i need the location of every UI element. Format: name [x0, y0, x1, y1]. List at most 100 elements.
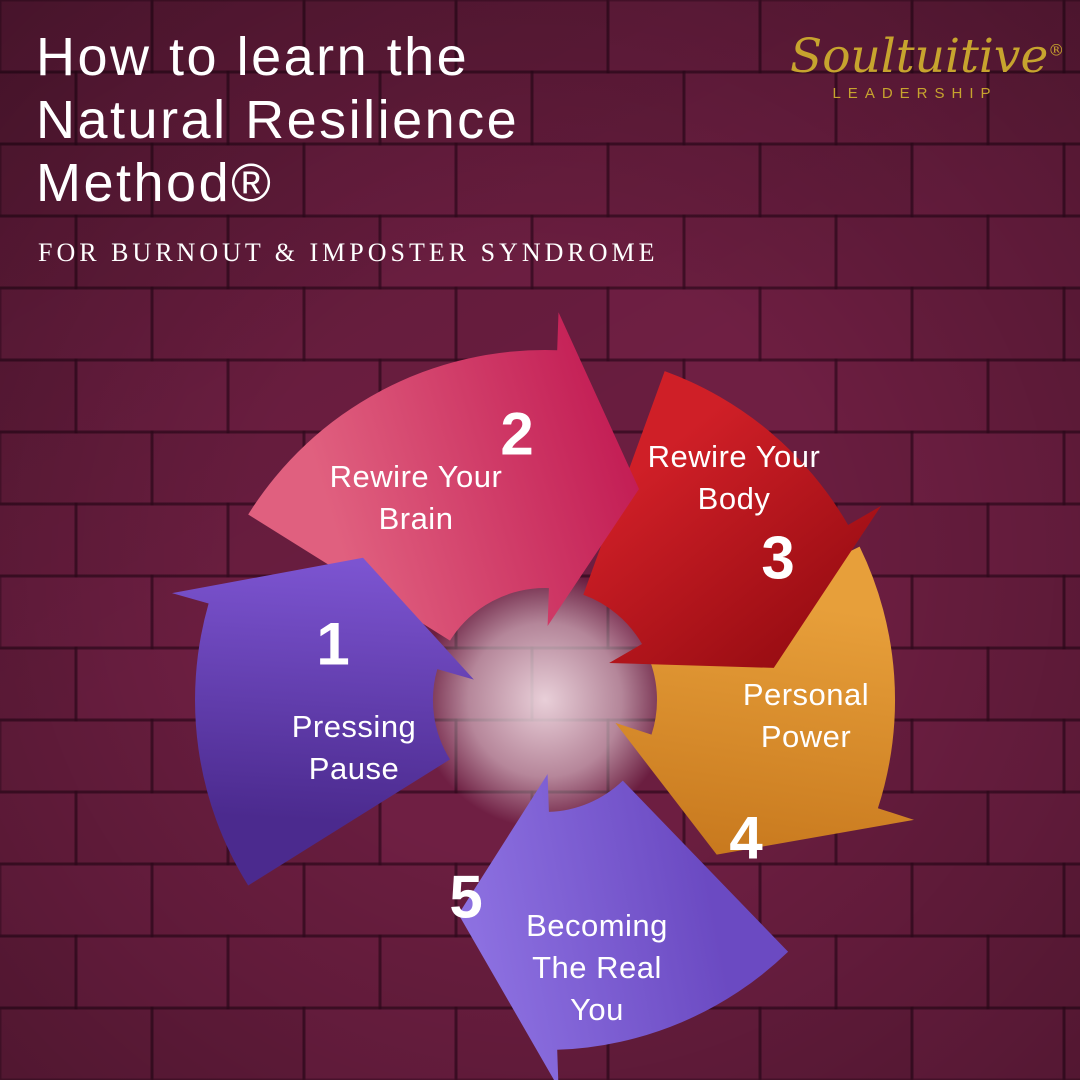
brick [986, 934, 1080, 1010]
brick [302, 0, 458, 74]
brick [302, 286, 458, 362]
step-label-4: Personal Power [742, 677, 870, 754]
brick [834, 934, 990, 1010]
brick [0, 142, 154, 218]
brick [910, 0, 1066, 74]
step-label-1: Pressing Pause [291, 709, 417, 786]
brick [682, 214, 838, 290]
brick [910, 718, 1066, 794]
brick [0, 430, 154, 506]
brick [74, 358, 230, 434]
brick [530, 214, 686, 290]
brick [986, 214, 1080, 290]
brick [74, 934, 230, 1010]
brick [986, 358, 1080, 434]
brand-logo: Soultuitive® LEADERSHIP [790, 32, 1064, 103]
step-label-3: Rewire Your Body [647, 439, 821, 516]
brick [758, 1006, 914, 1080]
brick [758, 286, 914, 362]
brick [302, 862, 458, 938]
step-label-5: Becoming The Real You [526, 908, 668, 1027]
brick [606, 0, 762, 74]
brick [1062, 142, 1080, 218]
step-label-2: Rewire Your Brain [329, 459, 503, 536]
brick [834, 70, 990, 146]
brick [606, 286, 762, 362]
brick [74, 214, 230, 290]
brick [0, 286, 154, 362]
brick [150, 142, 306, 218]
brick [986, 790, 1080, 866]
brick [0, 718, 154, 794]
step-number-2: 2 [500, 400, 534, 468]
brick [0, 358, 78, 434]
brick [150, 0, 306, 74]
brick [0, 646, 78, 722]
cycle-arrow-step-4 [615, 546, 914, 855]
brick [74, 502, 230, 578]
brick [454, 286, 610, 362]
brick [986, 646, 1080, 722]
brick [910, 142, 1066, 218]
brick [834, 358, 990, 434]
brick [378, 70, 534, 146]
step-number-1: 1 [316, 610, 350, 678]
brick [150, 286, 306, 362]
brick [150, 862, 306, 938]
brick [1062, 718, 1080, 794]
cycle-arrow-step-3 [583, 371, 881, 668]
brick [0, 0, 154, 74]
brick [910, 1006, 1066, 1080]
brick [0, 790, 78, 866]
brick [1062, 1006, 1080, 1080]
brick [0, 502, 78, 578]
brick [226, 70, 382, 146]
brick [606, 142, 762, 218]
brick [0, 70, 78, 146]
title-line-1: How to learn the [36, 27, 470, 87]
brick [758, 862, 914, 938]
brick [530, 70, 686, 146]
brick [986, 502, 1080, 578]
brick [834, 214, 990, 290]
brand-tagline: LEADERSHIP [832, 85, 998, 103]
brick [0, 862, 154, 938]
brand-name: Soultuitive [790, 29, 1049, 84]
cycle-arrow-step-1 [172, 557, 474, 886]
step-number-5: 5 [449, 863, 483, 931]
brick [1062, 862, 1080, 938]
step-number-3: 3 [761, 524, 795, 592]
brick [0, 574, 154, 650]
title-line-3: Method® [36, 153, 274, 214]
brick [378, 214, 534, 290]
page-title: How to learn the Natural Resilience Meth… [36, 26, 519, 216]
brick [302, 142, 458, 218]
brick [150, 1006, 306, 1080]
brick [758, 142, 914, 218]
step-number-4: 4 [729, 804, 763, 872]
brick [302, 1006, 458, 1080]
title-line-2: Natural Resilience [36, 90, 520, 151]
brick [682, 70, 838, 146]
brick [74, 70, 230, 146]
brick [226, 934, 382, 1010]
brick [758, 0, 914, 74]
cycle-arrow-step-2 [248, 312, 639, 641]
brick [0, 214, 78, 290]
brick [910, 574, 1066, 650]
brick [0, 934, 78, 1010]
brick [0, 1006, 154, 1080]
brick [910, 430, 1066, 506]
brick [1062, 286, 1080, 362]
brick [454, 0, 610, 74]
subtitle: FOR BURNOUT & IMPOSTER SYNDROME [38, 238, 659, 267]
brick [1062, 0, 1080, 74]
brick [986, 70, 1080, 146]
brick [1062, 430, 1080, 506]
registered-mark: ® [1048, 40, 1065, 60]
brick [1062, 574, 1080, 650]
cycle-arrow-step-5 [458, 774, 789, 1080]
cycle-center-glow [417, 572, 673, 828]
brick [454, 142, 610, 218]
